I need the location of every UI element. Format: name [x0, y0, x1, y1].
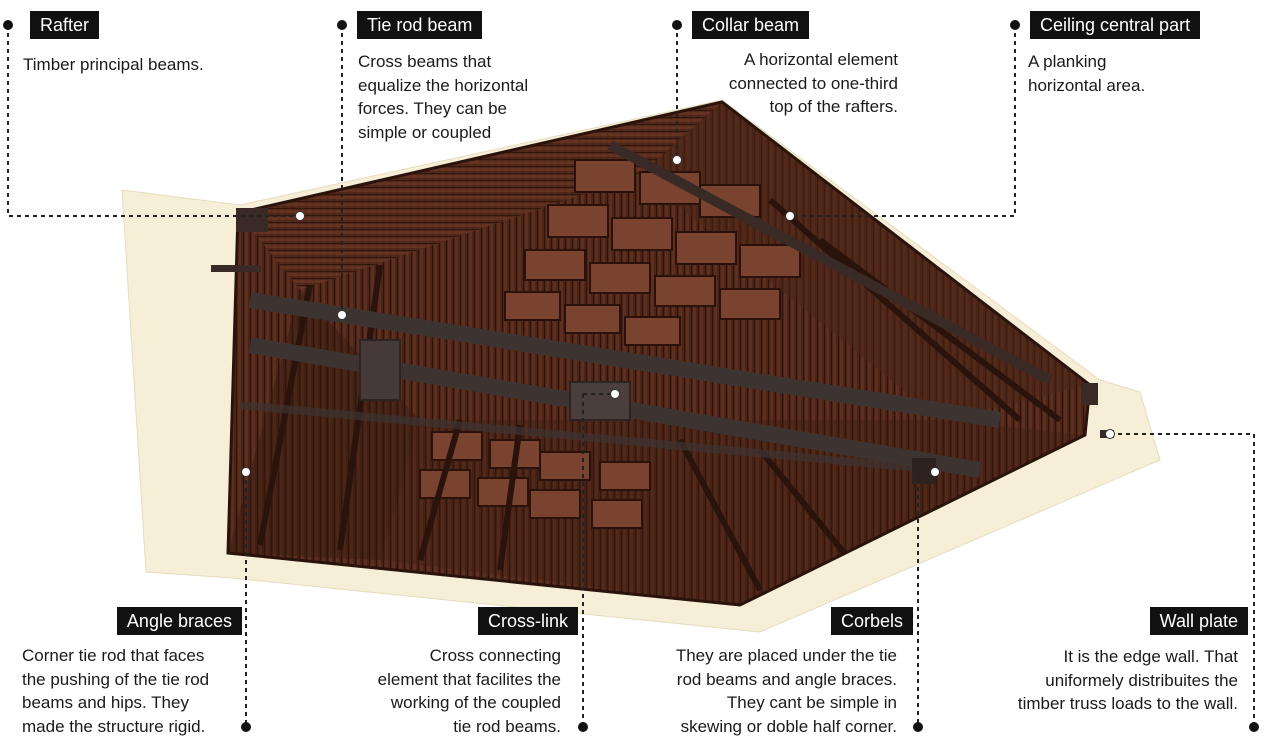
desc-line: connected to one-third	[728, 73, 898, 93]
label-corbels: Corbels	[830, 607, 913, 635]
desc-line: horizontal area.	[1028, 75, 1146, 95]
label-collar-beam: Collar beam	[692, 11, 810, 39]
desc-line: tie rod beams.	[453, 716, 561, 736]
collar-beam-element	[607, 140, 1053, 385]
desc-tie-rod-beam: Cross beams that equalize the horizontal…	[358, 50, 528, 144]
desc-line: made the structure rigid.	[22, 716, 206, 736]
desc-line: top of the rafters.	[769, 97, 898, 116]
label-angle-braces: Angle braces	[116, 607, 242, 635]
desc-line: They cant be simple in	[726, 693, 897, 712]
desc-line: working of the coupled	[390, 693, 561, 712]
beam-end-left	[236, 208, 268, 232]
desc-line: A planking	[1028, 52, 1107, 71]
desc-ceiling-central-part: A planking horizontal area.	[1028, 50, 1145, 97]
desc-line: skewing or doble half corner.	[680, 716, 897, 736]
pointer-dots	[241, 155, 1115, 477]
beam-end-right	[1082, 383, 1098, 405]
desc-line: the pushing of the tie rod	[22, 669, 210, 689]
label-tie-rod-beam: Tie rod beam	[357, 11, 483, 39]
roof-underside	[228, 102, 1090, 605]
desc-line: uniformely distribuites the	[1045, 670, 1238, 690]
label-wall-plate: Wall plate	[1149, 607, 1248, 635]
desc-line: timber truss loads to the wall.	[1017, 694, 1238, 713]
desc-line: A horizontal element	[743, 50, 898, 69]
desc-line: Cross connecting	[429, 646, 561, 665]
leader-lines	[7, 25, 1255, 727]
desc-line: element that facilites the	[377, 669, 561, 689]
desc-line: forces. They can be	[358, 99, 507, 118]
desc-wall-plate: It is the edge wall. That uniformely dis…	[1018, 645, 1238, 716]
desc-angle-braces: Corner tie rod that faces the pushing of…	[22, 644, 209, 738]
desc-rafter: Timber principal beams.	[23, 53, 204, 77]
desc-line: They are placed under the tie	[675, 646, 897, 665]
desc-collar-beam: A horizontal element connected to one-th…	[729, 48, 898, 119]
ceiling-coffers	[419, 159, 801, 529]
desc-line: Cross beams that	[358, 52, 492, 71]
desc-line: beams and hips. They	[22, 693, 189, 712]
cross-link-element	[569, 381, 631, 421]
rafters	[257, 197, 1062, 592]
desc-cross-link: Cross connecting element that facilites …	[378, 644, 561, 738]
desc-line: Timber principal beams.	[23, 55, 204, 74]
desc-line: It is the edge wall. That	[1063, 647, 1238, 666]
desc-line: equalize the horizontal	[358, 75, 529, 95]
desc-line: simple or coupled	[358, 122, 492, 142]
label-ceiling-central-part: Ceiling central part	[1030, 11, 1201, 39]
desc-line: rod beams and angle braces.	[676, 669, 897, 689]
desc-corbels: They are placed under the tie rod beams …	[676, 644, 897, 738]
label-cross-link: Cross-link	[477, 607, 578, 635]
label-rafter: Rafter	[30, 11, 100, 39]
leader-end-dots	[3, 20, 1259, 732]
beam-end-post	[211, 265, 261, 272]
desc-line: Corner tie rod that faces	[22, 646, 205, 665]
